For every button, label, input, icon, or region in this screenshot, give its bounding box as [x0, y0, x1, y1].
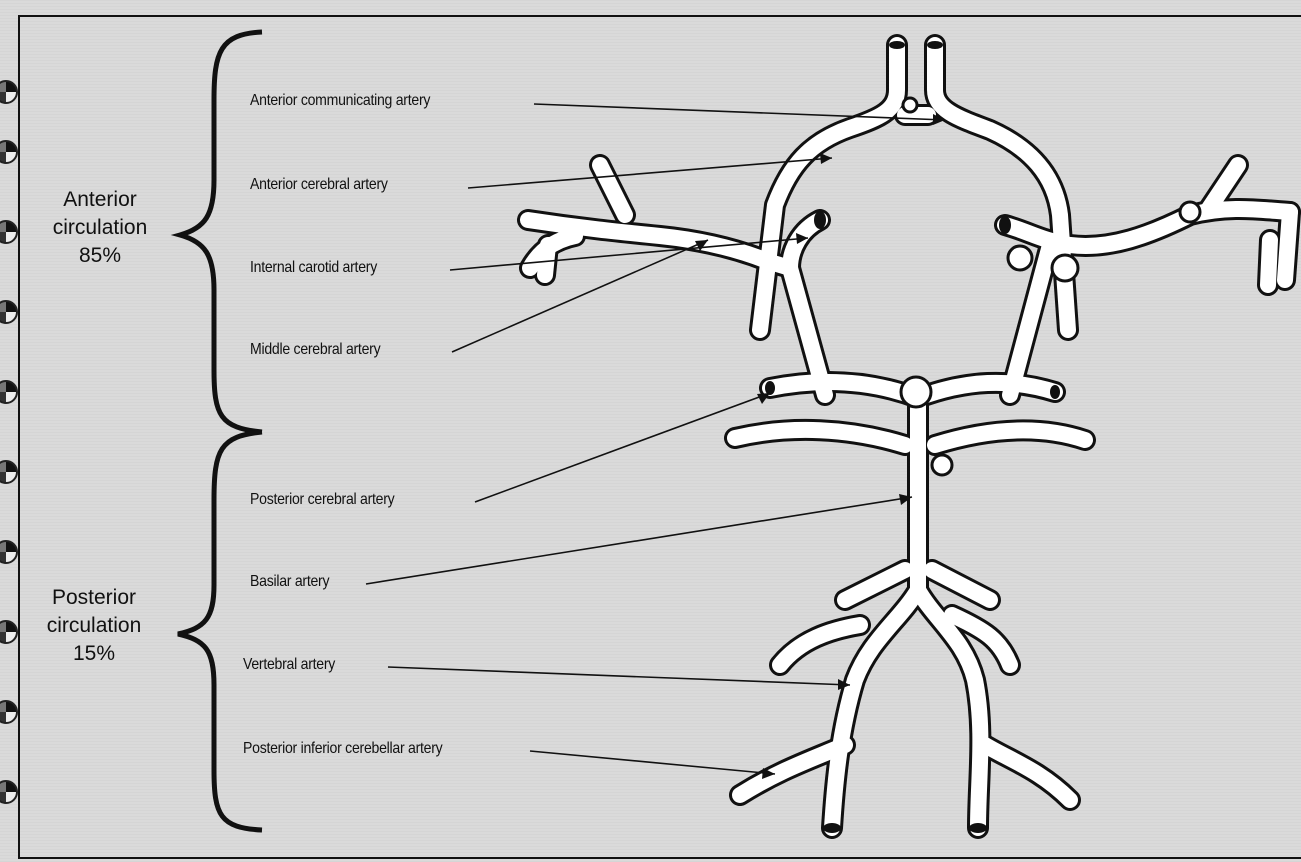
label-internal-carotid-artery: Internal carotid artery [250, 259, 377, 277]
label-anterior-cerebral-artery: Anterior cerebral artery [250, 176, 388, 194]
label-basilar-artery: Basilar artery [250, 573, 329, 591]
label-anterior-communicating-artery: Anterior communicating artery [250, 92, 430, 110]
label-posterior-cerebral-artery: Posterior cerebral artery [250, 491, 394, 509]
anterior-percent: 85% [26, 242, 174, 270]
anterior-line2: circulation [26, 214, 174, 242]
label-middle-cerebral-artery: Middle cerebral artery [250, 341, 380, 359]
posterior-circulation-label: Posterior circulation 15% [20, 584, 168, 668]
label-vertebral-artery: Vertebral artery [243, 656, 335, 674]
anterior-line1: Anterior [26, 186, 174, 214]
anterior-circulation-label: Anterior circulation 85% [26, 186, 174, 270]
posterior-percent: 15% [20, 640, 168, 668]
posterior-line2: circulation [20, 612, 168, 640]
posterior-line1: Posterior [20, 584, 168, 612]
vessel-network [528, 41, 1290, 833]
label-posterior-inferior-cerebellar-artery: Posterior inferior cerebellar artery [243, 740, 442, 758]
